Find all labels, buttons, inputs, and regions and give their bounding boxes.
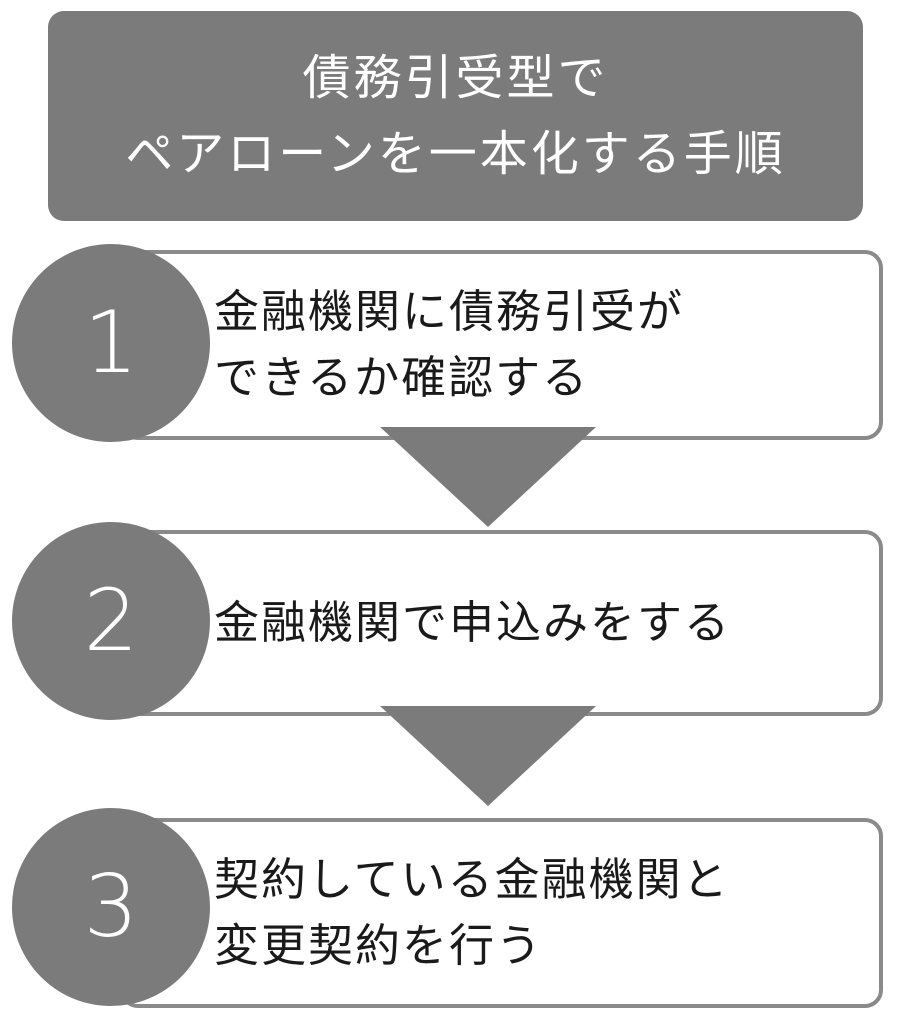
arrow-down-2-icon: [380, 706, 596, 806]
step-3-box: 契約している金融機関と 変更契約を行う: [120, 818, 883, 1008]
step-3-text: 契約している金融機関と 変更契約を行う: [214, 822, 869, 1004]
step-3-number-circle: 3: [12, 808, 210, 1006]
title-box: 債務引受型で ペアローンを一本化する手順: [48, 11, 863, 221]
step-1-number: 1: [83, 293, 139, 393]
step-2-text: 金融機関で申込みをする: [214, 534, 869, 712]
step-1-line-2: できるか確認する: [214, 351, 590, 404]
step-2-line-1: 金融機関で申込みをする: [214, 596, 732, 649]
step-2-number: 2: [83, 571, 139, 671]
step-1-line-1: 金融機関に債務引受が: [214, 285, 685, 338]
title-line-1: 債務引受型で: [302, 50, 609, 106]
step-1-box: 金融機関に債務引受が できるか確認する: [120, 250, 883, 440]
step-3-number: 3: [83, 857, 139, 957]
arrow-down-1-icon: [380, 427, 596, 527]
step-1-text: 金融機関に債務引受が できるか確認する: [214, 254, 869, 436]
step-3-line-2: 変更契約を行う: [214, 919, 544, 972]
step-3-line-1: 契約している金融機関と: [214, 853, 730, 906]
step-1-number-circle: 1: [12, 244, 210, 442]
step-2-box: 金融機関で申込みをする: [120, 530, 883, 716]
title-line-2: ペアローンを一本化する手順: [125, 126, 786, 182]
step-2-number-circle: 2: [12, 522, 210, 720]
